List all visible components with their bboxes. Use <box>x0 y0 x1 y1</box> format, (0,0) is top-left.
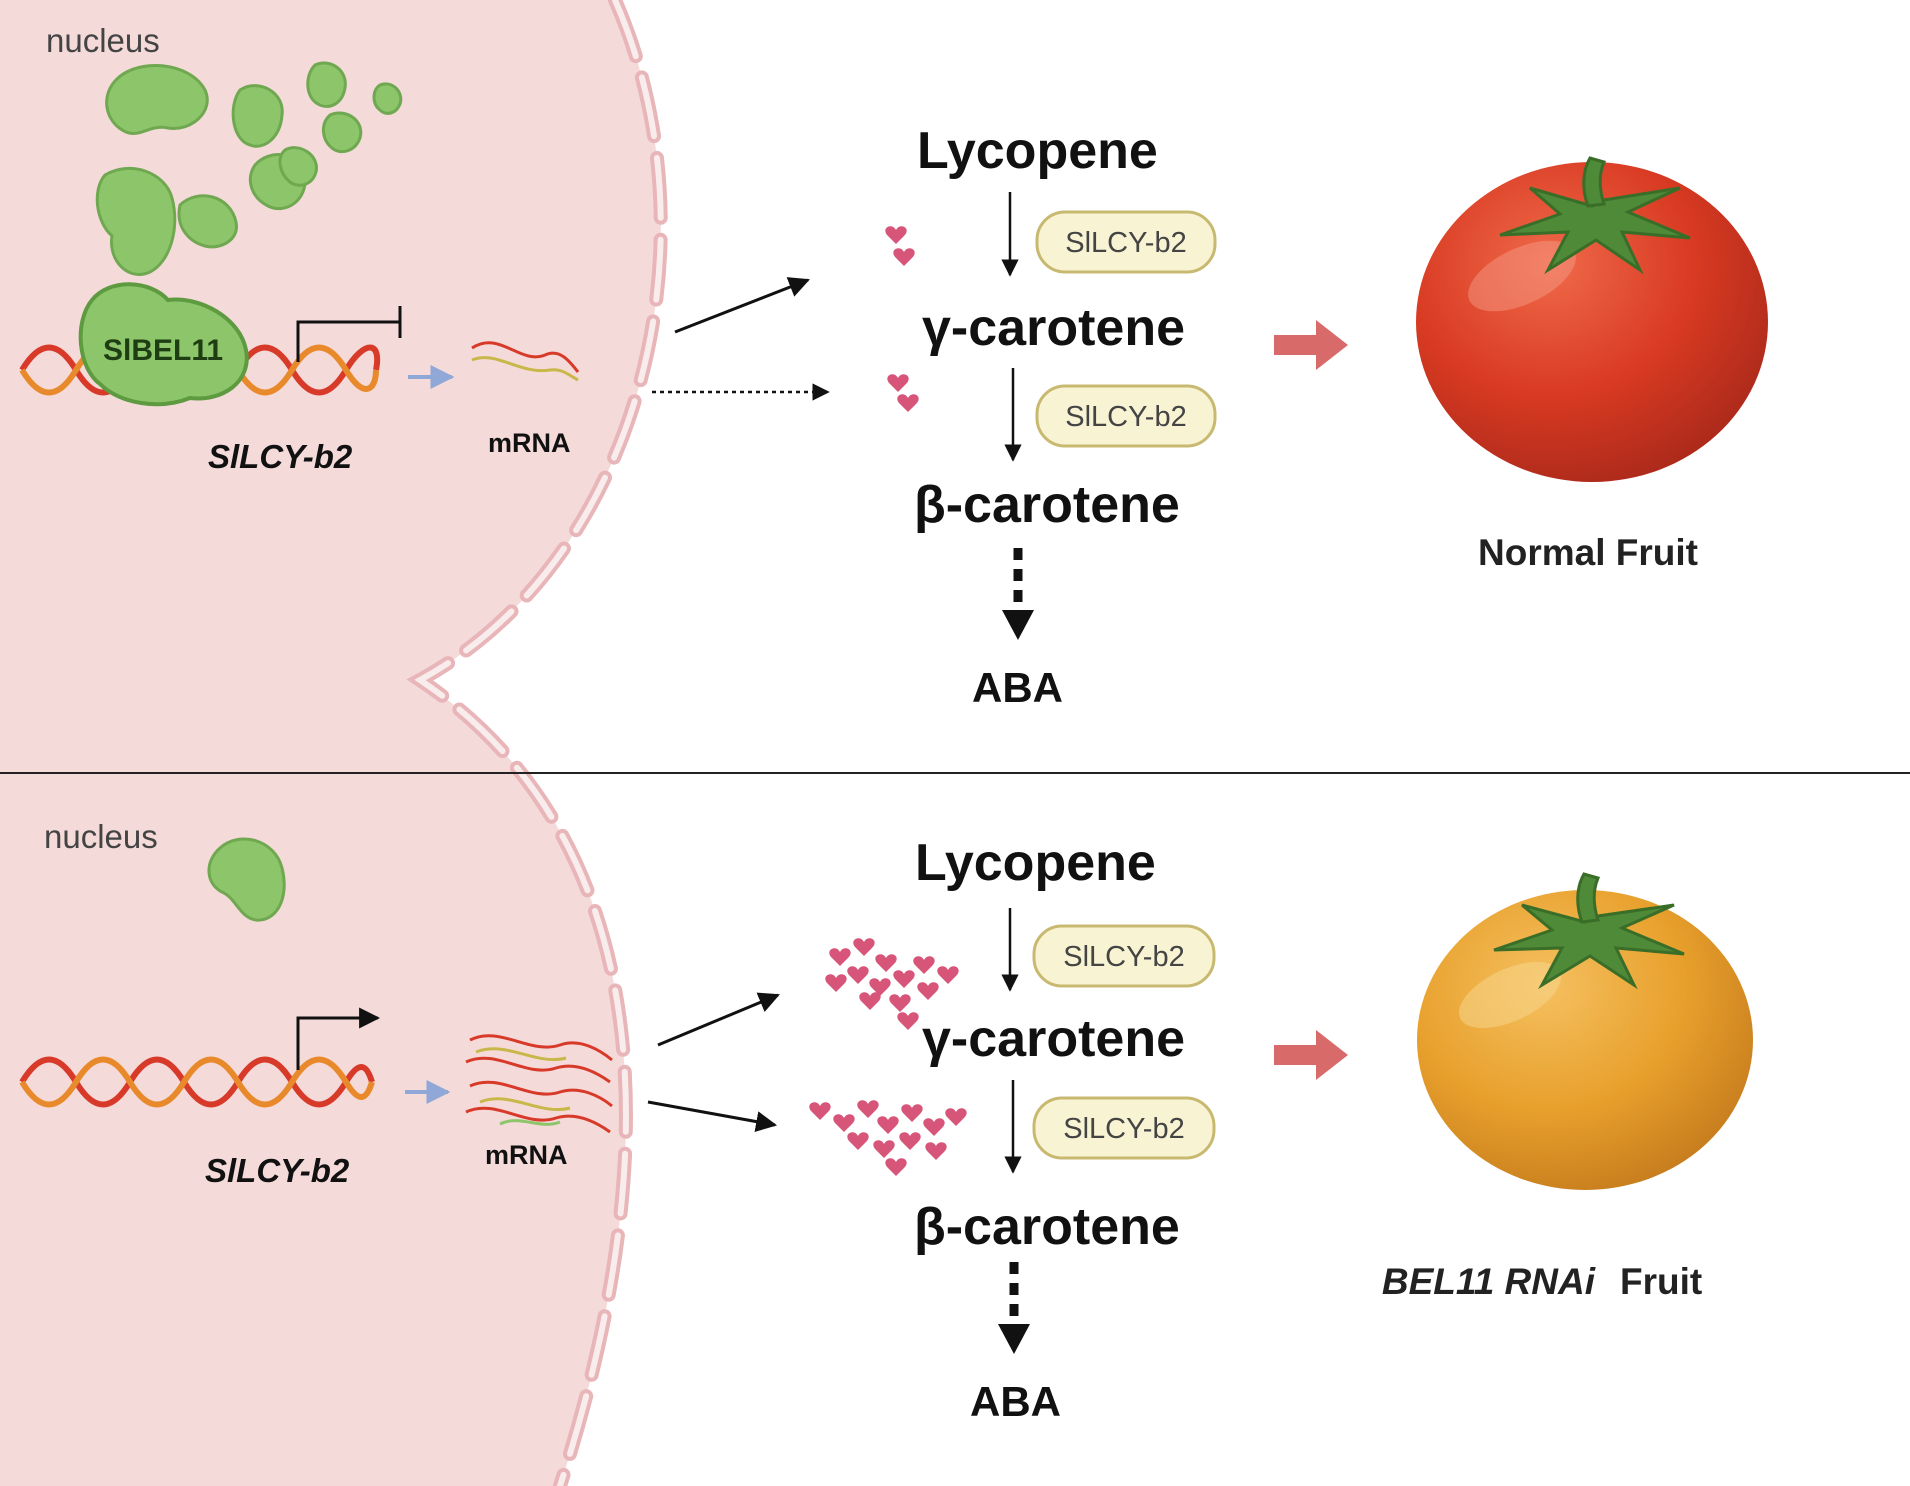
nucleus-region <box>0 0 661 1486</box>
bottom-beta-label: β-carotene <box>914 1198 1180 1256</box>
bottom-lycopene-label: Lycopene <box>915 834 1156 892</box>
bottom-arrow-to-enzyme2 <box>647 1100 778 1132</box>
top-nucleus-label: nucleus <box>46 22 160 59</box>
bottom-enzyme1-box: SlLCY-b2 <box>1032 924 1216 988</box>
top-gene-label: SlLCY-b2 <box>208 438 353 475</box>
bottom-enzyme-particles-1 <box>825 938 959 1030</box>
bottom-mrna-strands <box>465 1034 613 1134</box>
bottom-dna-helix <box>19 1056 375 1108</box>
bottom-enzyme1-label: SlLCY-b2 <box>1063 941 1184 973</box>
top-free-proteins <box>95 61 403 276</box>
bottom-enzyme-particles-2 <box>809 1100 967 1176</box>
top-enzyme2-label: SlLCY-b2 <box>1065 401 1186 433</box>
bottom-gene-label: SlLCY-b2 <box>205 1152 350 1189</box>
top-arrow-to-enzyme1 <box>674 277 810 334</box>
bottom-mrna-label: mRNA <box>485 1140 568 1170</box>
top-inhibited-promoter-arrow <box>296 306 402 362</box>
top-enzyme-particles-1 <box>885 226 915 266</box>
top-result-arrow <box>1274 320 1348 370</box>
top-beta-label: β-carotene <box>914 476 1180 534</box>
bottom-nucleus-label: nucleus <box>44 818 158 855</box>
top-enzyme-particles-2 <box>887 374 919 412</box>
top-aba-arrowhead <box>1002 610 1034 640</box>
bottom-free-protein <box>207 837 286 922</box>
bottom-enzyme2-label: SlLCY-b2 <box>1063 1113 1184 1145</box>
bottom-fruit-label-plain: Fruit <box>1620 1261 1702 1302</box>
bottom-arrow-to-enzyme1 <box>657 992 780 1047</box>
bottom-aba-label: ABA <box>970 1378 1061 1425</box>
top-fruit-label: Normal Fruit <box>1478 532 1698 573</box>
tomato-red-icon <box>1416 156 1768 482</box>
slbel11-label: SlBEL11 <box>103 334 223 367</box>
top-enzyme1-box: SlLCY-b2 <box>1035 210 1217 274</box>
tomato-orange-icon <box>1417 872 1753 1190</box>
nuclear-envelope-inner <box>414 0 664 1486</box>
top-gamma-label: γ-carotene <box>922 299 1185 357</box>
top-lycopene-label: Lycopene <box>917 122 1158 180</box>
top-mrna-strands <box>471 341 580 382</box>
top-enzyme2-box: SlLCY-b2 <box>1035 384 1217 448</box>
slbel11-bound-protein: SlBEL11 <box>78 282 249 407</box>
bottom-aba-arrowhead <box>998 1324 1030 1354</box>
top-aba-label: ABA <box>972 664 1063 711</box>
bottom-gamma-label: γ-carotene <box>922 1010 1185 1068</box>
top-mrna-label: mRNA <box>488 428 571 458</box>
bottom-active-promoter-arrow <box>296 1007 381 1070</box>
bottom-fruit-label: BEL11 RNAi Fruit <box>1382 1261 1702 1302</box>
bottom-result-arrow <box>1274 1030 1348 1080</box>
bottom-fruit-label-italic: BEL11 RNAi <box>1382 1261 1596 1302</box>
top-enzyme1-label: SlLCY-b2 <box>1065 227 1186 259</box>
bottom-enzyme2-box: SlLCY-b2 <box>1032 1096 1216 1160</box>
